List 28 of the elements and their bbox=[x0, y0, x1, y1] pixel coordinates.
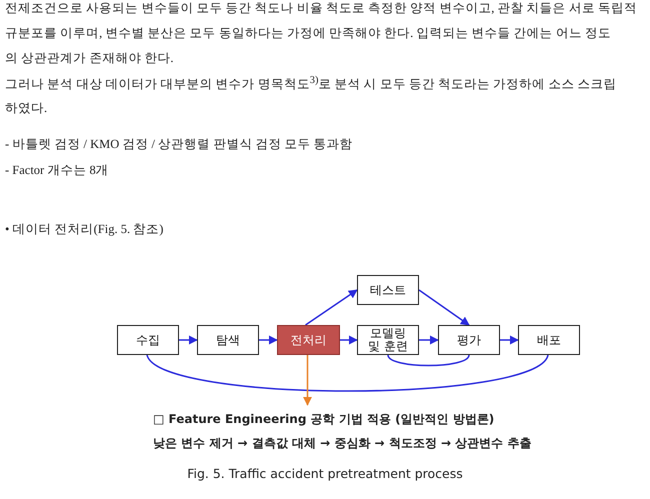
process-box: 모델링 및 훈련 bbox=[357, 325, 419, 355]
arrow bbox=[179, 336, 198, 344]
process-box: 수집 bbox=[117, 325, 179, 355]
step-sequence-text: 낮은 변수 제거 → 결측값 대체 → 중심화 → 척도조정 → 상관변수 추출 bbox=[153, 435, 532, 452]
figure-caption: Fig. 5. Traffic accident pretreatment process bbox=[186, 466, 464, 481]
process-box: 배포 bbox=[518, 325, 580, 355]
process-box: 탐색 bbox=[197, 325, 259, 355]
process-box: 평가 bbox=[438, 325, 500, 355]
bullet-heading: • 데이터 전처리(Fig. 5. 참조) bbox=[5, 221, 164, 238]
connector-line bbox=[387, 354, 470, 366]
process-box: 테스트 bbox=[357, 275, 419, 305]
body-text-line: 전제조건으로 사용되는 변수들이 모두 등간 척도나 비율 척도로 측정한 양적 변수이고, 관찰 치들은 서로 독립적 bbox=[5, 0, 637, 17]
process-box: 전처리 bbox=[277, 325, 340, 355]
body-text-line: 규분포를 이루며, 변수별 분산은 모두 동일하다는 가정에 만족해야 한다. 입력되는 변수들 간에는 어느 정도 bbox=[5, 25, 611, 42]
connector-line bbox=[146, 354, 549, 392]
arrow bbox=[340, 336, 358, 344]
arrow bbox=[500, 336, 519, 344]
list-item-text: - Factor 개수는 8개 bbox=[5, 162, 109, 179]
heading-text: □ Feature Engineering 공학 기법 적용 (일반적인 방법론) bbox=[153, 411, 496, 428]
arrow bbox=[303, 355, 312, 406]
body-text-line: 하였다. bbox=[5, 100, 48, 117]
arrow bbox=[305, 289, 358, 326]
body-text-line: 의 상관관계가 존재해야 한다. bbox=[5, 50, 174, 67]
arrow bbox=[418, 289, 470, 326]
list-item-text: - 바틀렛 검정 / KMO 검정 / 상관행렬 판별식 검정 모두 통과함 bbox=[5, 136, 353, 153]
arrow bbox=[259, 336, 278, 344]
body-text-line: 그러나 분석 대상 데이터가 대부분의 변수가 명목척도$^{3)}$로 분석 시 모두 등간 척도라는 가정하에 소스 스크립 bbox=[5, 75, 616, 94]
arrow bbox=[419, 336, 439, 344]
